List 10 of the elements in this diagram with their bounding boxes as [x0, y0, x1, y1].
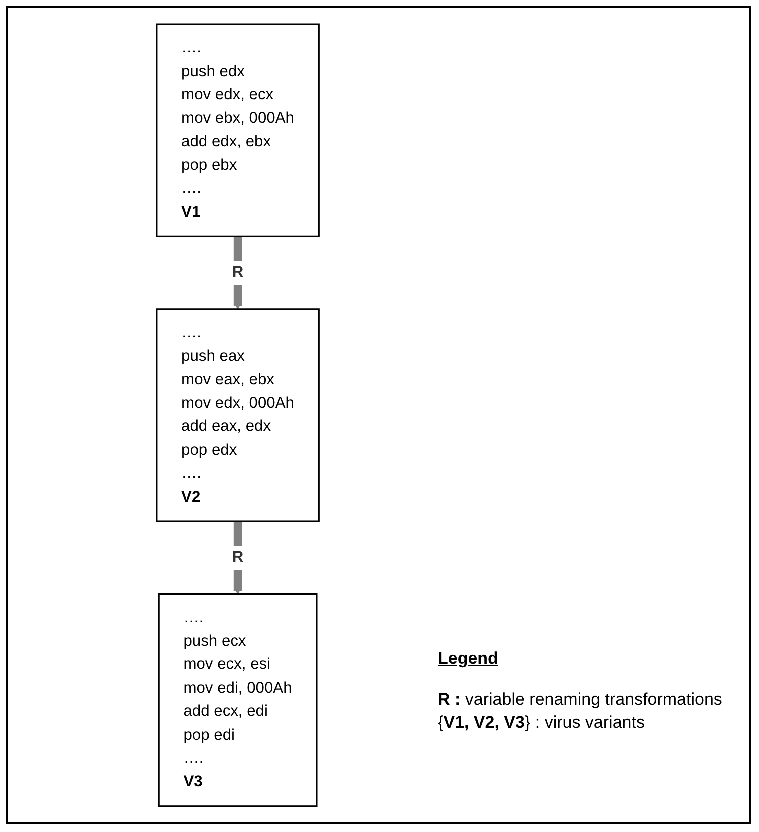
node-box: …. push edx mov edx, ecx mov ebx, 000Ah add edx, ebx pop ebx …. V1 [156, 24, 320, 238]
arrow [234, 236, 242, 310]
edge-label: R [232, 548, 244, 566]
legend-heading: Legend [438, 648, 500, 670]
node-box: …. push ecx mov ecx, esi mov edi, 000Ah add ecx, edi pop edi …. V3 [158, 594, 318, 808]
arrow [234, 522, 242, 595]
node-box: …. push eax mov eax, ebx mov edx, 000Ah add eax, edx pop edx …. V2 [156, 308, 320, 522]
legend-entry: R : variable renaming transformations [438, 688, 722, 711]
legend-entry: {V1, V2, V3} : virus variants [438, 712, 646, 734]
edge-label: R [232, 264, 244, 282]
